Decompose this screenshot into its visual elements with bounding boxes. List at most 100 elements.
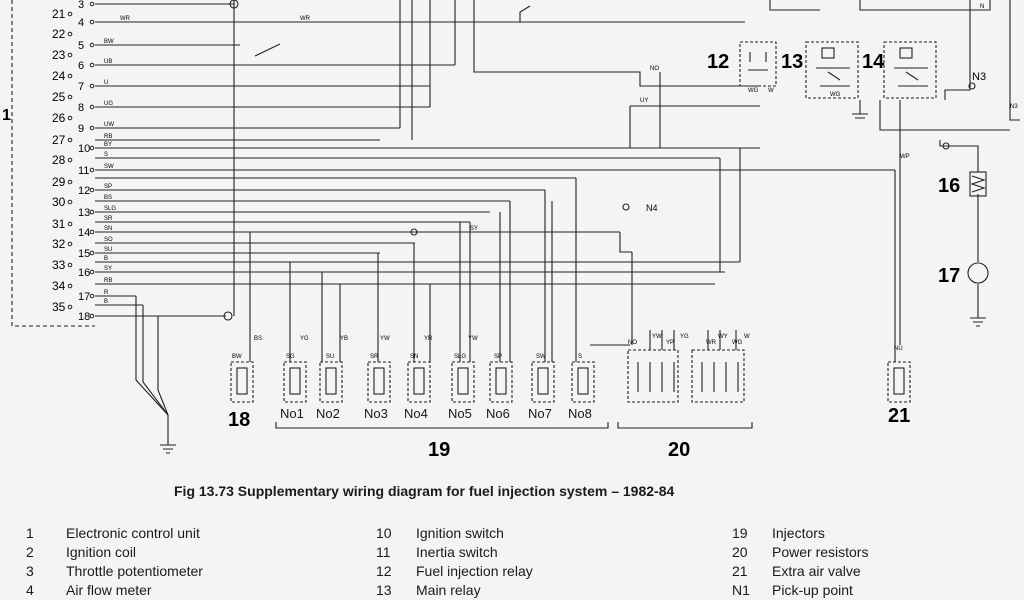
ecu-pin-label: 35	[52, 300, 66, 314]
ecu-pin-terminal	[67, 262, 73, 268]
legend-text: Ignition coil	[66, 544, 137, 560]
legend-text: Fuel injection relay	[416, 563, 533, 579]
ecu-pin-label: 21	[52, 7, 66, 21]
legend-number: 10	[376, 525, 392, 541]
wire-color-code: WR	[300, 16, 311, 22]
ecu-pin-terminal	[89, 209, 95, 215]
wire-color-code: SO	[104, 237, 113, 243]
ecu-pin-label: 16	[78, 267, 90, 279]
injector-label: No4	[404, 406, 428, 421]
ecu-pin-label: 12	[78, 185, 90, 197]
ecu-pin-label: 25	[52, 90, 66, 104]
label-relay-13: 13	[781, 51, 803, 73]
ecu-pin-label: 9	[78, 123, 84, 135]
ecu-pin-terminal	[67, 137, 73, 143]
ecu-pin-label: 23	[52, 48, 66, 62]
wire-color-code: N	[980, 4, 984, 10]
wire-color-code: SR	[370, 354, 379, 360]
wire-color-code: UG	[104, 101, 113, 107]
label-resistors-20: 20	[668, 439, 690, 461]
wire-color-code: SW	[104, 164, 114, 170]
legend-text: Injectors	[772, 525, 825, 541]
cold-start-injector	[230, 361, 254, 403]
legend-text: Air flow meter	[66, 582, 152, 598]
legend-text: Electronic control unit	[66, 525, 200, 541]
ecu-pin-terminal	[67, 241, 73, 247]
ecu-pin-terminal	[89, 187, 95, 193]
label-injectors-19: 19	[428, 439, 450, 461]
wire-color-code: SG	[286, 354, 295, 360]
wire-color-code: SY	[470, 226, 478, 232]
ecu-pin-terminal	[89, 1, 95, 7]
fuel-pump-resistor	[969, 171, 987, 197]
wire-color-code: BW	[232, 354, 242, 360]
ecu-pin-terminal	[89, 83, 95, 89]
legend-text: Extra air valve	[772, 563, 861, 579]
wire-color-code: BY	[104, 142, 112, 148]
legend-number: 19	[732, 525, 748, 541]
wire-color-code: YG	[680, 334, 689, 340]
wire-color-code: BS	[104, 195, 112, 201]
ecu-pin-label: 5	[78, 40, 84, 52]
legend-text: Pick-up point	[772, 582, 853, 598]
ecu-pin-terminal	[67, 73, 73, 79]
wire-color-code: WG	[748, 88, 759, 94]
label-resistor-16: 16	[938, 175, 960, 197]
ecu-pin-terminal	[89, 19, 95, 25]
label-relay-14: 14	[862, 51, 885, 73]
ecu-pin-label: 31	[52, 217, 66, 231]
ecu-pin-label: 13	[78, 207, 90, 219]
wire-color-code: RB	[104, 134, 112, 140]
wire-color-code: UB	[104, 59, 112, 65]
ecu-pin-terminal	[67, 199, 73, 205]
ecu-pin-terminal	[89, 42, 95, 48]
wire-color-code: SP	[104, 184, 112, 190]
legend-item: 19 Injectors	[732, 524, 868, 543]
ecu-pin-terminal	[89, 62, 95, 68]
wire-color-code: WP	[900, 154, 910, 160]
wire-color-code: WG	[830, 92, 841, 98]
fuel-injection-relay-box	[739, 41, 777, 87]
legend-number: 21	[732, 563, 748, 579]
injector-label: No3	[364, 406, 388, 421]
label-point-n3: N3	[972, 71, 986, 83]
wire-color-code: WR	[120, 16, 131, 22]
label-cold-start-18: 18	[228, 409, 250, 431]
main-relay-box	[805, 41, 859, 99]
wire-color-code: NO	[650, 66, 659, 72]
wire-color-code: SU	[326, 354, 334, 360]
extra-air-valve	[887, 361, 911, 403]
wire-color-code: YG	[300, 336, 309, 342]
ecu-pin-terminal	[67, 157, 73, 163]
ecu-pin-label: 33	[52, 258, 66, 272]
wire-color-code: UW	[104, 122, 114, 128]
label-relay-12: 12	[707, 51, 729, 73]
fuel-pump	[967, 262, 989, 284]
ecu-pin-label: 7	[78, 81, 84, 93]
injector-label: No1	[280, 406, 304, 421]
injector	[451, 361, 475, 403]
label-ecu: 1	[2, 107, 11, 124]
injector	[319, 361, 343, 403]
wire-color-code: SY	[104, 266, 112, 272]
wire-color-code: S	[104, 152, 108, 158]
pump-relay-box	[883, 41, 937, 99]
wire-color-code: SW	[536, 354, 546, 360]
wire-color-code: S	[578, 354, 582, 360]
ecu-pin-terminal	[67, 221, 73, 227]
ecu-pin-terminal	[89, 229, 95, 235]
wire-color-code: NO	[628, 340, 637, 346]
ecu-pin-label: 8	[78, 102, 84, 114]
ecu-pin-terminal	[67, 179, 73, 185]
wire-color-code: W	[744, 334, 750, 340]
ecu-pin-terminal	[89, 104, 95, 110]
wire-color-code: W	[768, 88, 774, 94]
wire-color-code: SN	[410, 354, 418, 360]
